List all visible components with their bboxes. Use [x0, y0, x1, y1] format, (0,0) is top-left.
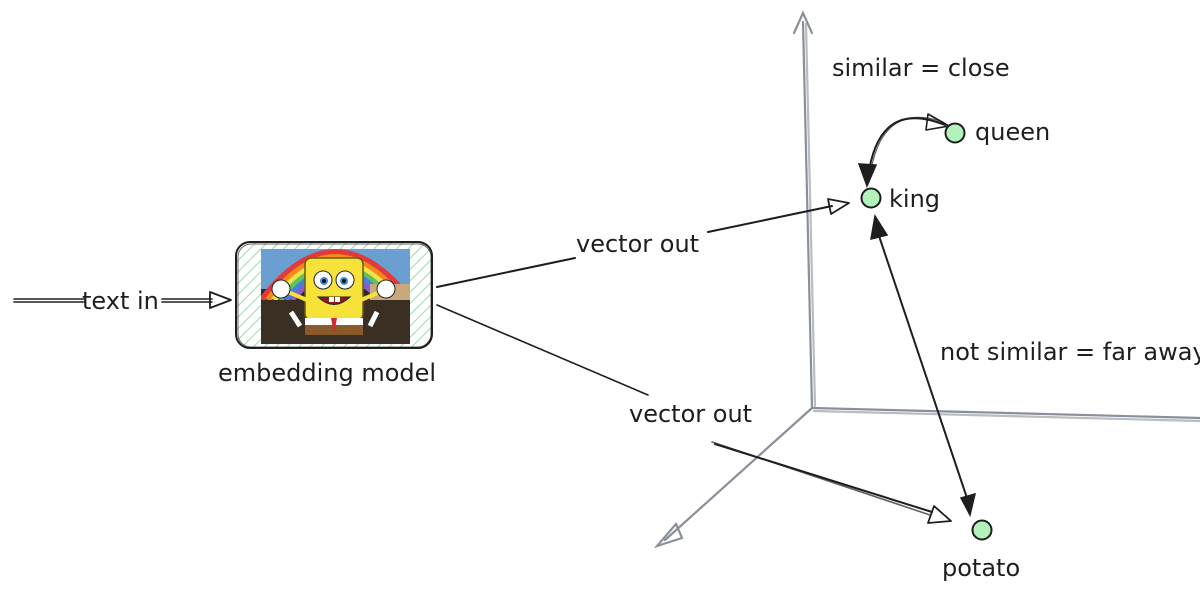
dissimilar-note: not similar = far away [940, 338, 1200, 366]
vector-out-bottom-arrow [436, 304, 952, 524]
axes [653, 10, 1200, 549]
embedding-model-label: embedding model [218, 359, 436, 387]
point-queen: queen [944, 118, 1050, 146]
x-axis-shadow [812, 409, 1200, 423]
x-axis [810, 406, 1200, 420]
z-axis [663, 406, 814, 542]
z-axis-arrowhead [653, 521, 684, 549]
point-label-king: king [889, 185, 940, 213]
y-axis-shadow [804, 22, 817, 408]
vector-out-top-label: vector out [576, 230, 699, 258]
text-in-arrow [13, 291, 232, 309]
y-axis [801, 20, 814, 410]
vector-out-top-arrow [436, 198, 850, 288]
point-king: king [860, 185, 940, 213]
vector-out-bottom-label: vector out [629, 400, 752, 428]
point-label-potato: potato [942, 554, 1020, 582]
y-axis-arrowhead [792, 10, 814, 35]
point-potato: potato [942, 519, 1020, 582]
point-label-queen: queen [975, 118, 1050, 146]
dissimilar-arrow [870, 213, 977, 518]
spongebob-image [261, 249, 410, 344]
similar-note: similar = close [832, 54, 1010, 82]
text-in-label: text in [82, 287, 159, 315]
similar-arrow [857, 113, 950, 189]
embedding-model-box [235, 241, 433, 349]
